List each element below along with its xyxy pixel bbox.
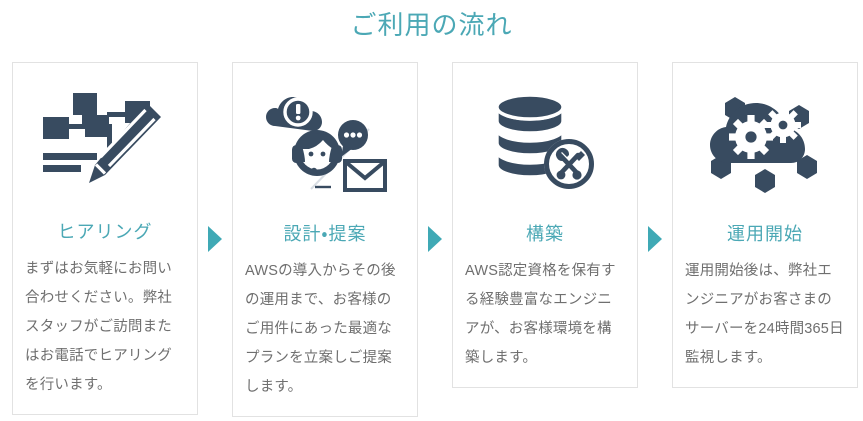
arrow-step3-to-step4 — [638, 62, 672, 252]
flow-step-heading-3: 構築 — [526, 224, 564, 244]
flow-step-body-3: AWS認定資格を保有する経験豊富なエンジニアが、お客様環境を構築します。 — [465, 263, 616, 366]
flow-step-body-4: 運用開始後は、弊社エンジニアがお客さまのサーバーを24時間365日監視します。 — [685, 263, 844, 366]
process-flow-row: ヒアリング まずはお気軽にお問い合わせください。弊社スタッフがご訪問またはお電話… — [0, 62, 863, 417]
flow-step-heading-2: 設計・提案 — [283, 224, 367, 244]
flow-step-card-3[interactable]: 構築 AWS認定資格を保有する経験豊富なエンジニアが、お客様環境を構築します。 — [452, 62, 638, 388]
flow-step-heading-1: ヒアリング — [57, 222, 153, 242]
flow-step-card-4[interactable]: 運用開始 運用開始後は、弊社エンジニアがお客さまのサーバーを24時間365日監視… — [672, 62, 858, 388]
arrow-step2-to-step3 — [418, 62, 452, 252]
flowchart-pencil-icon — [35, 87, 175, 199]
cloud-gears-icon — [695, 89, 835, 201]
arrow-step1-to-step2 — [198, 62, 232, 252]
flow-step-body-2: AWSの導入からその後の運用まで、お客様のご用件にあった最適なプランを立案しご提… — [245, 263, 396, 395]
database-tools-icon — [475, 89, 615, 201]
flow-step-card-1[interactable]: ヒアリング まずはお気軽にお問い合わせください。弊社スタッフがご訪問またはお電話… — [12, 62, 198, 415]
support-consult-icon — [255, 89, 395, 201]
flow-step-heading-4: 運用開始 — [727, 224, 803, 244]
flow-step-card-2[interactable]: 設計・提案 AWSの導入からその後の運用まで、お客様のご用件にあった最適なプラン… — [232, 62, 418, 417]
flow-step-body-1: まずはお気軽にお問い合わせください。弊社スタッフがご訪問またはお電話でヒアリング… — [25, 261, 172, 393]
page-title: ご利用の流れ — [350, 10, 513, 40]
